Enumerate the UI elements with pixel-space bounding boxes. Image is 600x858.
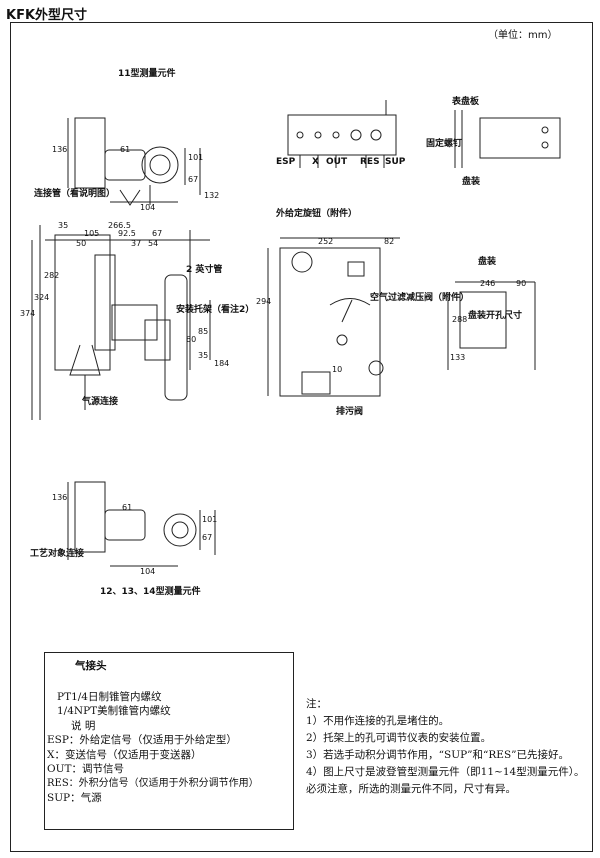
legend-line: 1/4NPT美制锥管内螺纹 — [57, 705, 171, 717]
dim: 252 — [318, 237, 333, 246]
ext-setpoint-knob — [291, 251, 313, 273]
label-panel-board: 表盘板 — [451, 95, 480, 107]
note-item: 1）不用作连接的孔是堵住的。 — [306, 715, 450, 727]
label-12-14-element: 12、13、14型测量元件 — [100, 585, 201, 597]
dim: 67 — [152, 229, 162, 238]
dim: 60 — [186, 335, 196, 344]
legend-item: X：变送信号（仅适用于变送器） — [47, 748, 202, 761]
instrument-side-main — [54, 234, 111, 371]
dim: 266.5 — [108, 221, 131, 230]
legend-box: 气接头 PT1/4日制锥管内螺纹 1/4NPT美制锥管内螺纹 说 明 ESP：外… — [44, 652, 294, 830]
legend-line: PT1/4日制锥管内螺纹 — [57, 690, 162, 703]
filter-regulator — [368, 360, 384, 376]
legend-item: ESP：外给定信号（仅适用于外给定型） — [47, 734, 237, 746]
port-esp: ESP — [276, 157, 296, 167]
dim: 92.5 — [118, 229, 136, 238]
dim: 288 — [452, 315, 467, 324]
label-screw: 固定螺钉 — [426, 137, 462, 149]
port-x: X — [312, 157, 319, 167]
legend-item: OUT：调节信号 — [47, 763, 124, 775]
port-out: OUT — [326, 157, 348, 167]
label-drain: 排污阀 — [336, 405, 363, 417]
page-title: KFK外型尺寸 — [6, 8, 88, 23]
legend-sub: 说 明 — [71, 719, 96, 732]
dim: 136 — [52, 493, 67, 502]
dim: 294 — [256, 297, 271, 306]
label-pipe: 2 英寸管 — [186, 263, 222, 275]
note-item: 4）图上尺寸是波登管型测量元件（即11~14型测量元件）。必须注意，所选的测量元… — [306, 766, 585, 795]
label-filter: 空气过滤减压阀（附件） — [370, 291, 469, 303]
legend-title: 气接头 — [75, 660, 107, 672]
dim: 85 — [198, 327, 208, 336]
label-air-conn: 气源连接 — [81, 395, 118, 407]
legend-item: SUP：气源 — [47, 792, 102, 804]
dim: 50 — [76, 239, 86, 248]
dim: 61 — [122, 503, 132, 512]
label-process-conn: 工艺对象连接 — [30, 547, 84, 559]
unit-label: （单位：mm） — [488, 28, 557, 41]
dim: 105 — [84, 229, 99, 238]
dim: 35 — [198, 351, 208, 360]
dim: 133 — [450, 353, 465, 362]
dim: 35 — [58, 221, 68, 230]
port-res: RES — [360, 157, 380, 167]
dim: 67 — [202, 533, 212, 542]
dim: 104 — [140, 203, 155, 212]
note-item: 2）托架上的孔可调节仪表的安装位置。 — [306, 732, 492, 744]
port-sup: SUP — [385, 157, 406, 167]
dim: 82 — [384, 237, 394, 246]
pipe-2inch — [164, 274, 188, 401]
label-cutout: 盘装开孔尺寸 — [468, 309, 522, 321]
label-knob: 外给定旋钮（附件） — [275, 207, 357, 219]
instrument-top-mid — [287, 114, 397, 156]
dim: 136 — [52, 145, 67, 154]
dim: 324 — [34, 293, 49, 302]
notes-title: 注： — [306, 698, 327, 710]
dim: 67 — [188, 175, 198, 184]
instrument-body-bottom — [74, 481, 106, 553]
legend-item: RES：外积分信号（仅适用于外积分调节作用） — [47, 777, 259, 789]
dim: 104 — [140, 567, 155, 576]
drawing-frame — [10, 22, 593, 852]
label-panel: 盘装 — [462, 175, 481, 187]
instrument-front — [279, 247, 381, 397]
instrument-body-top-left — [74, 117, 106, 189]
label-panel-2: 盘装 — [478, 255, 497, 267]
dim: 246 — [480, 279, 495, 288]
label-11-element: 11型测量元件 — [118, 67, 176, 79]
label-bracket: 安装托架（看注2） — [176, 303, 254, 315]
notes-block: 注： 1）不用作连接的孔是堵住的。 2）托架上的孔可调节仪表的安装位置。 3）若… — [306, 696, 590, 798]
panel-cutout — [459, 291, 507, 349]
label-conn-pipe: 连接管（看说明图） — [34, 187, 115, 199]
dim: 184 — [214, 359, 229, 368]
dim: 37 — [131, 239, 141, 248]
dim: 132 — [204, 191, 219, 200]
dim: 374 — [20, 309, 35, 318]
dim: 54 — [148, 239, 158, 248]
dim: 282 — [44, 271, 59, 280]
dim: 10 — [332, 365, 342, 374]
dim: 61 — [120, 145, 130, 154]
dim: 101 — [202, 515, 217, 524]
dim: 101 — [188, 153, 203, 162]
dim: 90 — [516, 279, 526, 288]
note-item: 3）若选手动积分调节作用，“SUP”和“RES”已先接好。 — [306, 749, 570, 761]
